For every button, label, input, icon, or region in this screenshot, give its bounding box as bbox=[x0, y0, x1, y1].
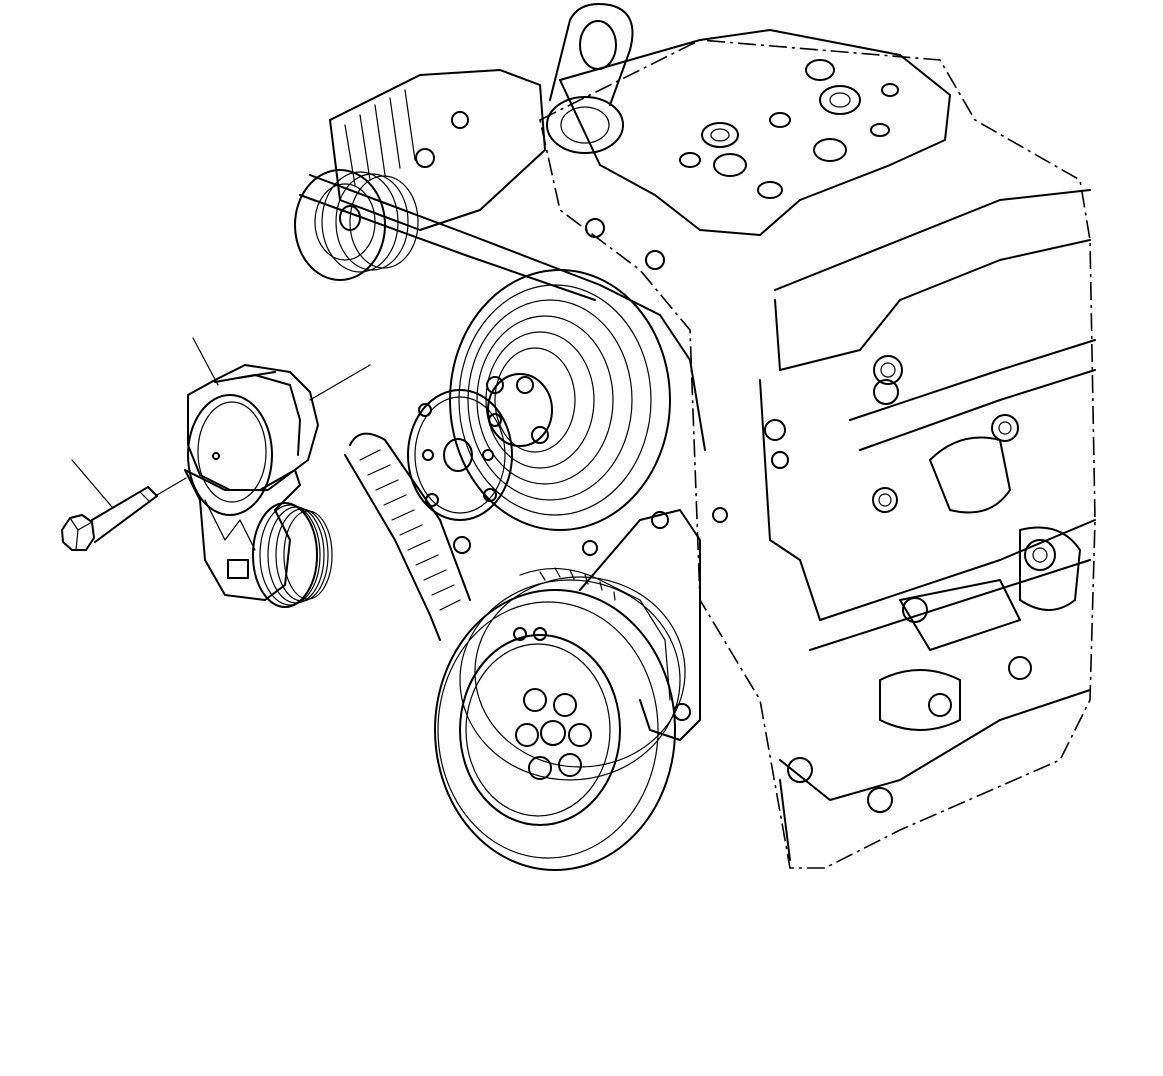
tensioner-pulley bbox=[252, 502, 318, 608]
crank-bolts bbox=[515, 688, 592, 780]
alignment-line-bolt bbox=[156, 477, 187, 496]
belt-ribs bbox=[359, 449, 461, 611]
lifting-eye-hole bbox=[579, 20, 617, 70]
belt-upper-run bbox=[309, 174, 706, 451]
engine-block-phantom-outline bbox=[539, 39, 1096, 869]
engine-block bbox=[453, 3, 1096, 869]
leader-bolt bbox=[71, 459, 113, 508]
tensioner-body bbox=[187, 364, 319, 491]
crankshaft-damper bbox=[434, 576, 686, 871]
tensioner-pulley-grooves bbox=[259, 504, 333, 606]
tensioner-bolt bbox=[61, 486, 158, 551]
leader-lines bbox=[71, 337, 371, 508]
bolt-shank bbox=[91, 486, 158, 543]
arm-slot bbox=[227, 559, 249, 579]
alignment-line-tensioner bbox=[309, 364, 371, 401]
tensioner-arm bbox=[184, 469, 301, 601]
block-side bbox=[759, 189, 1096, 861]
drive-belt bbox=[299, 174, 706, 641]
alternator bbox=[329, 69, 546, 231]
water-pump-hub bbox=[407, 389, 513, 521]
timing-cover bbox=[519, 509, 701, 741]
cylinder-head-outline bbox=[559, 29, 951, 236]
belt-tensioner bbox=[184, 364, 333, 608]
leader-tensioner bbox=[192, 337, 219, 386]
damper-grooves bbox=[459, 576, 686, 781]
bolt-head bbox=[61, 514, 95, 551]
belt-loose-section bbox=[349, 432, 471, 601]
fan-pulley bbox=[449, 269, 671, 531]
tensioner-pivot bbox=[212, 452, 220, 460]
tensioner-face bbox=[187, 394, 273, 516]
block-bolts bbox=[453, 218, 1056, 813]
top-fitting bbox=[546, 96, 624, 154]
alternator-pulley bbox=[294, 169, 419, 281]
head-ports bbox=[679, 59, 899, 199]
lifting-eye bbox=[549, 3, 634, 106]
